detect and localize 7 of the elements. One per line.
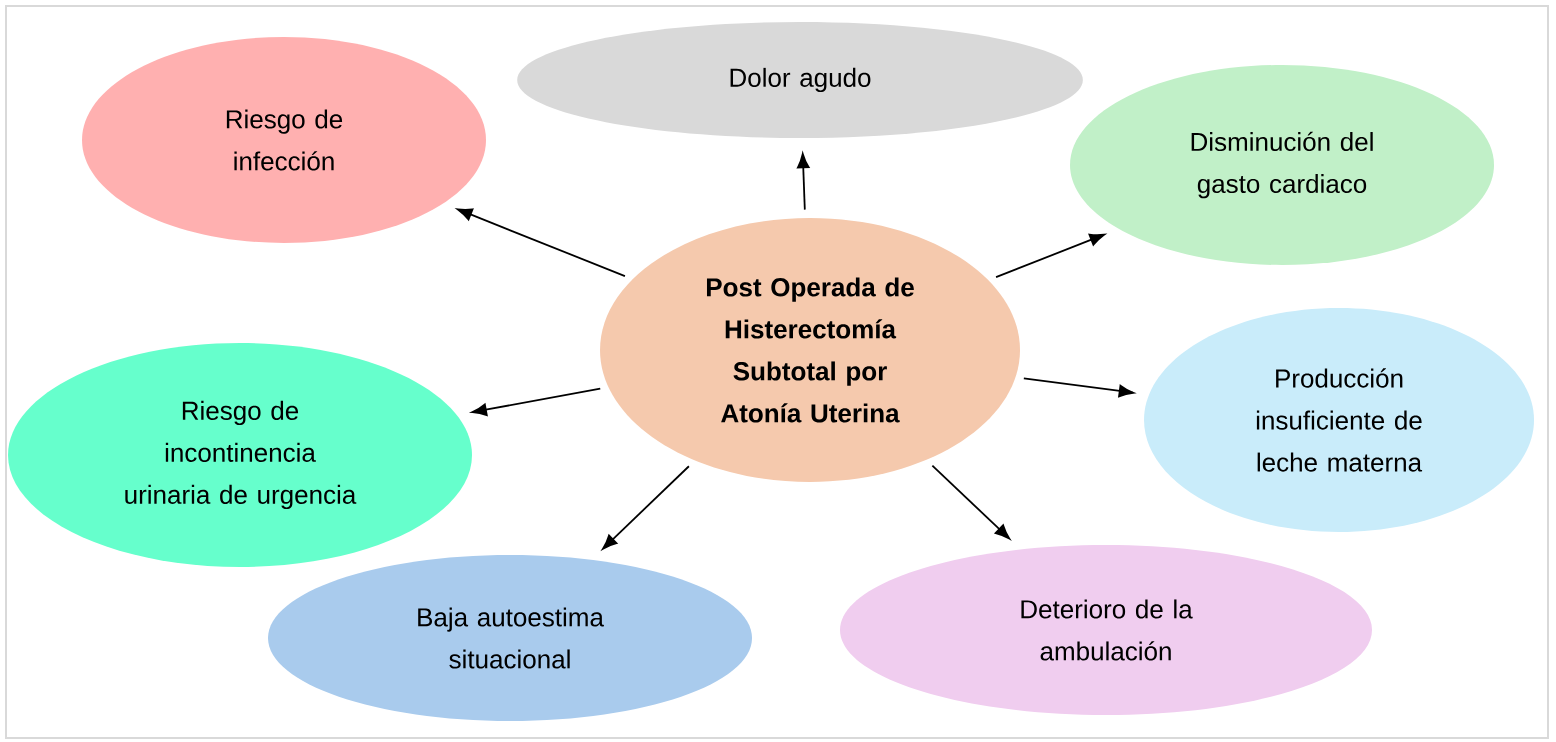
- arrow: [995, 233, 1105, 278]
- arrow: [931, 464, 1011, 540]
- arrow: [602, 465, 690, 550]
- arrow: [457, 208, 626, 277]
- arrow: [471, 387, 602, 416]
- arrow: [796, 153, 810, 211]
- arrow: [1022, 377, 1135, 398]
